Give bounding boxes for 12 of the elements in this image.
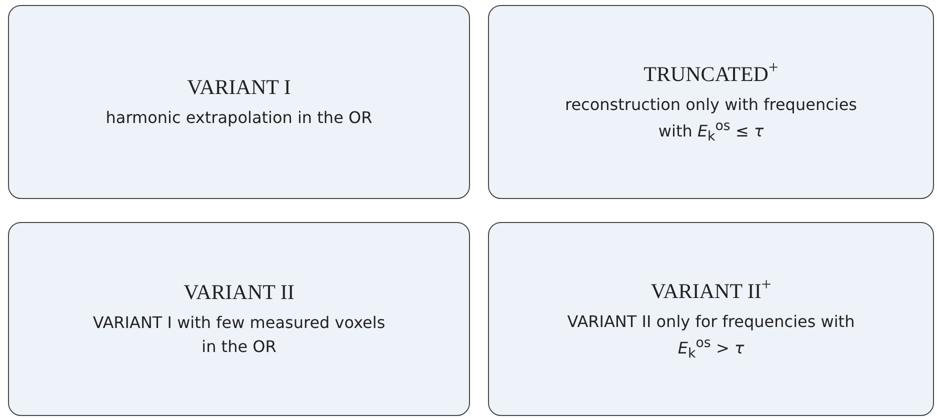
card-background [488, 222, 934, 416]
card-title: VARIANT II [184, 280, 294, 306]
card-title: TRUNCATED$^{+}$ [644, 57, 778, 88]
card-title: VARIANT I [187, 74, 291, 100]
card-title: VARIANT II$^{+}$ [650, 274, 772, 304]
card-description: harmonic extrapolation in the OR [106, 106, 372, 129]
card-description: VARIANT I with few measured voxels in the OR [92, 312, 386, 358]
card-background [8, 5, 470, 199]
card-background [488, 5, 934, 199]
card-background [8, 222, 470, 416]
card-description: VARIANT II only for frequencies with E$_{k}$$^{os}$ > τ [566, 311, 856, 364]
card-description: reconstruction only with frequencies with E$_{k}$$^{os}$ ≤ τ [564, 94, 858, 146]
